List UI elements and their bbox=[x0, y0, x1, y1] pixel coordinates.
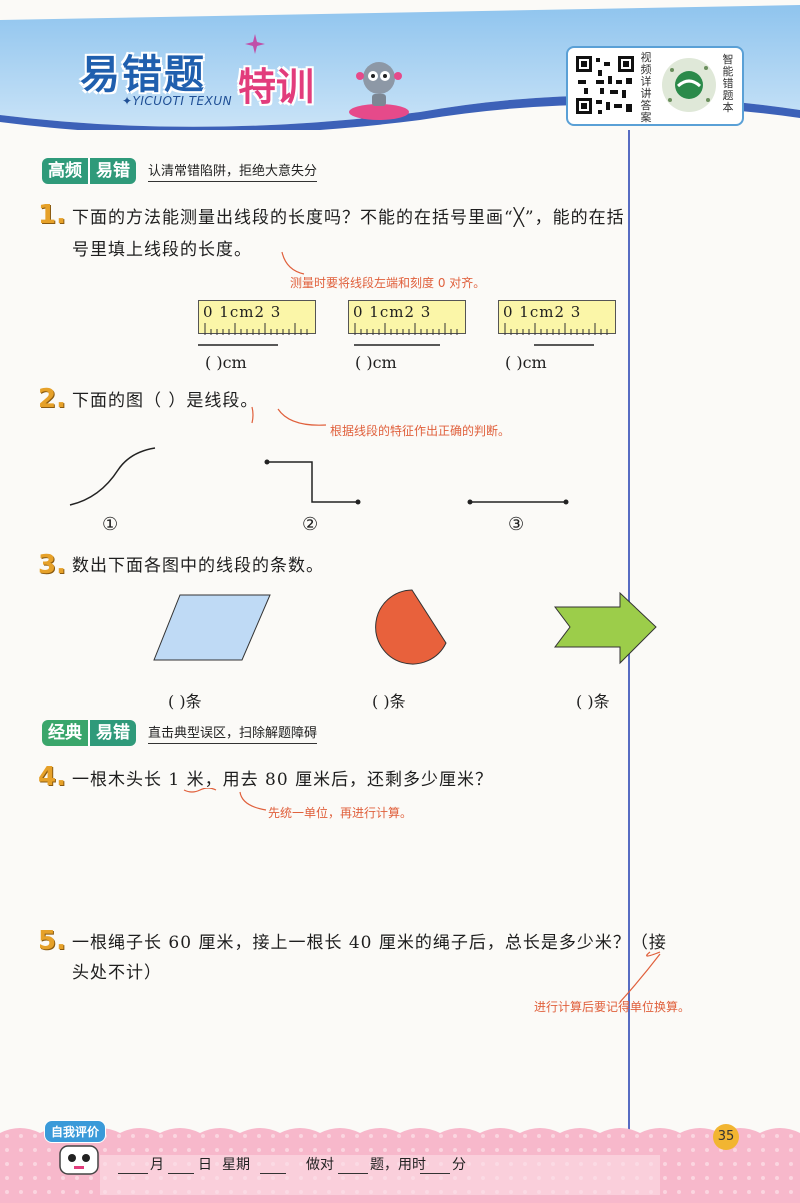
question-number: 4. bbox=[38, 762, 66, 792]
correct-count-blank[interactable] bbox=[338, 1157, 368, 1174]
hint-arrow-icon bbox=[281, 251, 305, 275]
hint-arrow-icon bbox=[251, 406, 327, 426]
answer-blank-2[interactable]: ( )条 bbox=[372, 692, 406, 711]
answer-blank-3[interactable]: ( )条 bbox=[576, 692, 610, 711]
section-tag-classic: 经典 易错 直击典型误区，扫除解题障碍 bbox=[42, 720, 318, 746]
question-5-line2: 头处不计） bbox=[72, 963, 162, 983]
answer-blank-2[interactable]: ( )cm bbox=[355, 353, 397, 372]
question-4-text: 一根木头长 1 米，用去 80 厘米后，还剩多少厘米？ bbox=[72, 770, 494, 790]
figure-label-3: ③ bbox=[508, 514, 525, 535]
figure-label-1: ① bbox=[102, 514, 119, 535]
section-description: 直击典型误区，扫除解题障碍 bbox=[148, 722, 318, 744]
segment-line bbox=[196, 344, 278, 346]
title-accent: 特训 bbox=[238, 65, 315, 109]
footer-band bbox=[0, 1128, 800, 1203]
q3-figures bbox=[153, 589, 657, 665]
question-number: 1. bbox=[38, 200, 66, 230]
hint-arrow-icon bbox=[183, 788, 267, 811]
weekday-label: 星期 bbox=[222, 1157, 250, 1173]
qr-code-panel: 视频详讲答案 智能错题本 bbox=[566, 46, 744, 126]
section-tag-part1: 高频 bbox=[42, 158, 88, 184]
section-tag-part2: 易错 bbox=[88, 720, 136, 746]
qr-code-icon[interactable] bbox=[574, 54, 636, 116]
question-1-line1: 下面的方法能测量出线段的长度吗？不能的在括号里画“╳”，能的在括 bbox=[72, 208, 625, 228]
section-tag-part2: 易错 bbox=[88, 158, 136, 184]
self-evaluation-badge: 自我评价 bbox=[44, 1120, 107, 1143]
day-blank[interactable] bbox=[168, 1157, 194, 1174]
weekday-blank[interactable] bbox=[260, 1157, 286, 1174]
hint-text: 测量时要将线段左端和刻度 0 对齐。 bbox=[290, 276, 486, 290]
hint-text: 根据线段的特征作出正确的判断。 bbox=[330, 424, 511, 438]
sector-shape bbox=[375, 589, 447, 665]
day-label: 日 bbox=[198, 1157, 212, 1173]
question-5-line1: 一根绳子长 60 厘米，接上一根长 40 厘米的绳子后，总长是多少米？（接 bbox=[72, 933, 667, 953]
section-description: 认清常错陷阱，拒绝大意失分 bbox=[148, 160, 318, 182]
minutes-label: 分 bbox=[452, 1157, 466, 1173]
q2-figures bbox=[69, 447, 569, 506]
question-3-text: 数出下面各图中的线段的条数。 bbox=[72, 556, 324, 576]
qr-left-caption: 视频详讲答案 bbox=[640, 51, 652, 124]
month-blank[interactable] bbox=[118, 1157, 148, 1174]
segment-line bbox=[354, 344, 440, 346]
arrow-shape bbox=[554, 591, 657, 665]
smart-error-book-qr-icon[interactable] bbox=[660, 56, 718, 114]
curve-figure bbox=[69, 447, 156, 506]
title-main: 易错题 bbox=[80, 52, 206, 98]
ruler-3: 0 1cm2 3 bbox=[498, 300, 616, 353]
segment-line bbox=[534, 344, 594, 346]
question-2-text: 下面的图（ ）是线段。 bbox=[72, 391, 259, 411]
title-subtitle: ✦YICUOTI TEXUN bbox=[122, 94, 233, 108]
hint-text: 先统一单位，再进行计算。 bbox=[268, 806, 413, 820]
page-number: 35 bbox=[713, 1124, 739, 1150]
ruler-1: 0 1cm2 3 bbox=[196, 300, 316, 353]
ruler-label: 0 1cm2 3 bbox=[503, 303, 582, 321]
robot-mascot-icon bbox=[349, 62, 409, 120]
questions-time-label: 题，用时 bbox=[370, 1157, 426, 1173]
broken-line-figure bbox=[267, 461, 358, 503]
rhombus-shape bbox=[153, 594, 271, 661]
time-blank[interactable] bbox=[420, 1157, 450, 1174]
section-tag-part1: 经典 bbox=[42, 720, 88, 746]
answer-blank-3[interactable]: ( )cm bbox=[505, 353, 547, 372]
answer-blank-1[interactable]: ( )条 bbox=[168, 692, 202, 711]
figure-label-2: ② bbox=[302, 514, 319, 535]
section-tag-high-frequency: 高频 易错 认清常错陷阱，拒绝大意失分 bbox=[42, 158, 318, 184]
hint-arrow-icon bbox=[619, 951, 661, 1003]
ruler-2: 0 1cm2 3 bbox=[348, 300, 466, 353]
robot-face-icon bbox=[59, 1145, 99, 1175]
question-number: 5. bbox=[38, 926, 66, 956]
hint-text: 进行计算后要记得单位换算。 bbox=[534, 1000, 691, 1014]
question-number: 3. bbox=[38, 550, 66, 580]
question-number: 2. bbox=[38, 384, 66, 414]
month-label: 月 bbox=[150, 1157, 164, 1173]
ruler-label: 0 1cm2 3 bbox=[353, 303, 432, 321]
ruler-label: 0 1cm2 3 bbox=[203, 303, 282, 321]
question-1-line2: 号里填上线段的长度。 bbox=[72, 240, 252, 260]
qr-right-caption: 智能错题本 bbox=[722, 53, 734, 114]
answer-blank-1[interactable]: ( )cm bbox=[205, 353, 247, 372]
correct-label: 做对 bbox=[306, 1157, 334, 1173]
